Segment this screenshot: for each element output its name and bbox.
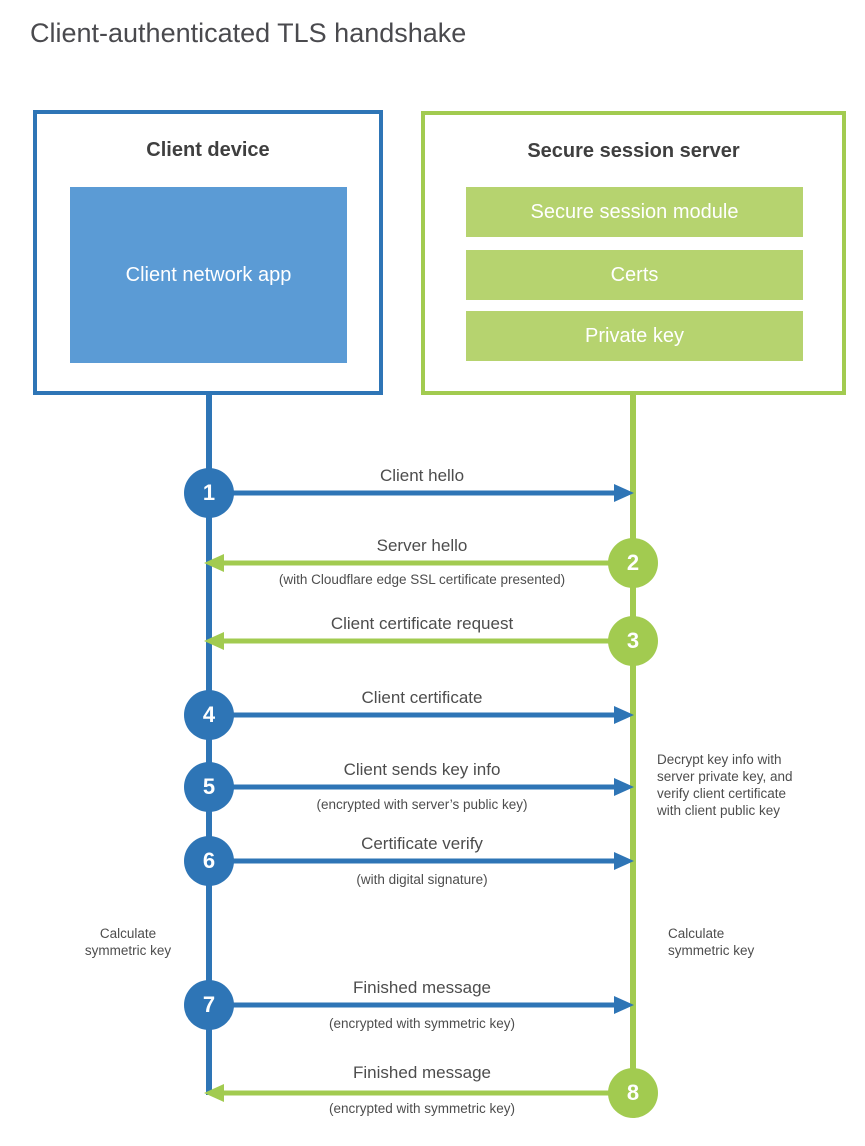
arrowhead-left-icon <box>204 554 224 572</box>
server-module-bar: Secure session module <box>466 187 803 237</box>
message-label-5: Client sends key info <box>343 760 501 779</box>
step-circle-1: 1 <box>184 468 234 518</box>
message-sublabel-5: (encrypted with server’s public key) <box>316 797 528 812</box>
message-label-8: Finished message <box>353 1063 491 1082</box>
page-title: Client-authenticated TLS handshake <box>30 18 467 48</box>
message-sublabel-8: (encrypted with symmetric key) <box>328 1101 516 1116</box>
message-arrow-line <box>224 1090 611 1096</box>
message-arrow-line <box>233 1002 616 1008</box>
message-label-3: Client certificate request <box>330 614 514 633</box>
step-circle-5: 5 <box>184 762 234 812</box>
message-arrow-line <box>224 638 611 644</box>
calc-symmetric-key-server-note: Calculate symmetric key <box>668 926 755 959</box>
client-network-app-label: Client network app <box>125 263 292 286</box>
message-sublabel-2: (with Cloudflare edge SSL certificate pr… <box>278 572 566 587</box>
message-arrow-line <box>233 490 616 496</box>
message-label-6: Certificate verify <box>361 834 483 853</box>
client-network-app-box: Client network app <box>70 187 347 363</box>
server-certs-bar: Certs <box>466 250 803 300</box>
message-sublabel-7: (encrypted with symmetric key) <box>328 1016 516 1031</box>
step-circle-8: 8 <box>608 1068 658 1118</box>
server-decrypt-note: Decrypt key info with server private key… <box>657 752 793 818</box>
step-circle-7: 7 <box>184 980 234 1030</box>
server-private-key-label: Private key <box>585 324 684 347</box>
arrowhead-left-icon <box>204 1084 224 1102</box>
message-label-1: Client hello <box>379 466 465 485</box>
message-label-4: Client certificate <box>361 688 483 707</box>
arrowhead-left-icon <box>204 632 224 650</box>
server-module-label: Secure session module <box>530 200 739 223</box>
secure-session-server-box: Secure session server Secure session mod… <box>421 111 846 395</box>
step-circle-3: 3 <box>608 616 658 666</box>
message-arrow-line <box>224 560 611 566</box>
arrowhead-right-icon <box>614 852 634 870</box>
message-sublabel-6: (with digital signature) <box>356 872 488 887</box>
arrowhead-right-icon <box>614 484 634 502</box>
calc-symmetric-key-client-note: Calculate symmetric key <box>84 926 172 959</box>
client-device-box: Client device Client network app <box>33 110 383 395</box>
step-circle-6: 6 <box>184 836 234 886</box>
arrowhead-right-icon <box>614 706 634 724</box>
message-label-2: Server hello <box>376 536 468 555</box>
server-lifeline <box>630 393 636 1093</box>
message-arrow-line <box>233 858 616 864</box>
message-arrow-line <box>233 712 616 718</box>
client-device-title: Client device <box>146 139 270 161</box>
client-lifeline <box>206 393 212 1095</box>
message-label-7: Finished message <box>353 978 491 997</box>
secure-session-server-title: Secure session server <box>527 140 740 162</box>
step-circle-4: 4 <box>184 690 234 740</box>
server-private-key-bar: Private key <box>466 311 803 361</box>
message-arrow-line <box>233 784 616 790</box>
server-certs-label: Certs <box>610 263 659 286</box>
step-circle-2: 2 <box>608 538 658 588</box>
arrowhead-right-icon <box>614 778 634 796</box>
arrowhead-right-icon <box>614 996 634 1014</box>
